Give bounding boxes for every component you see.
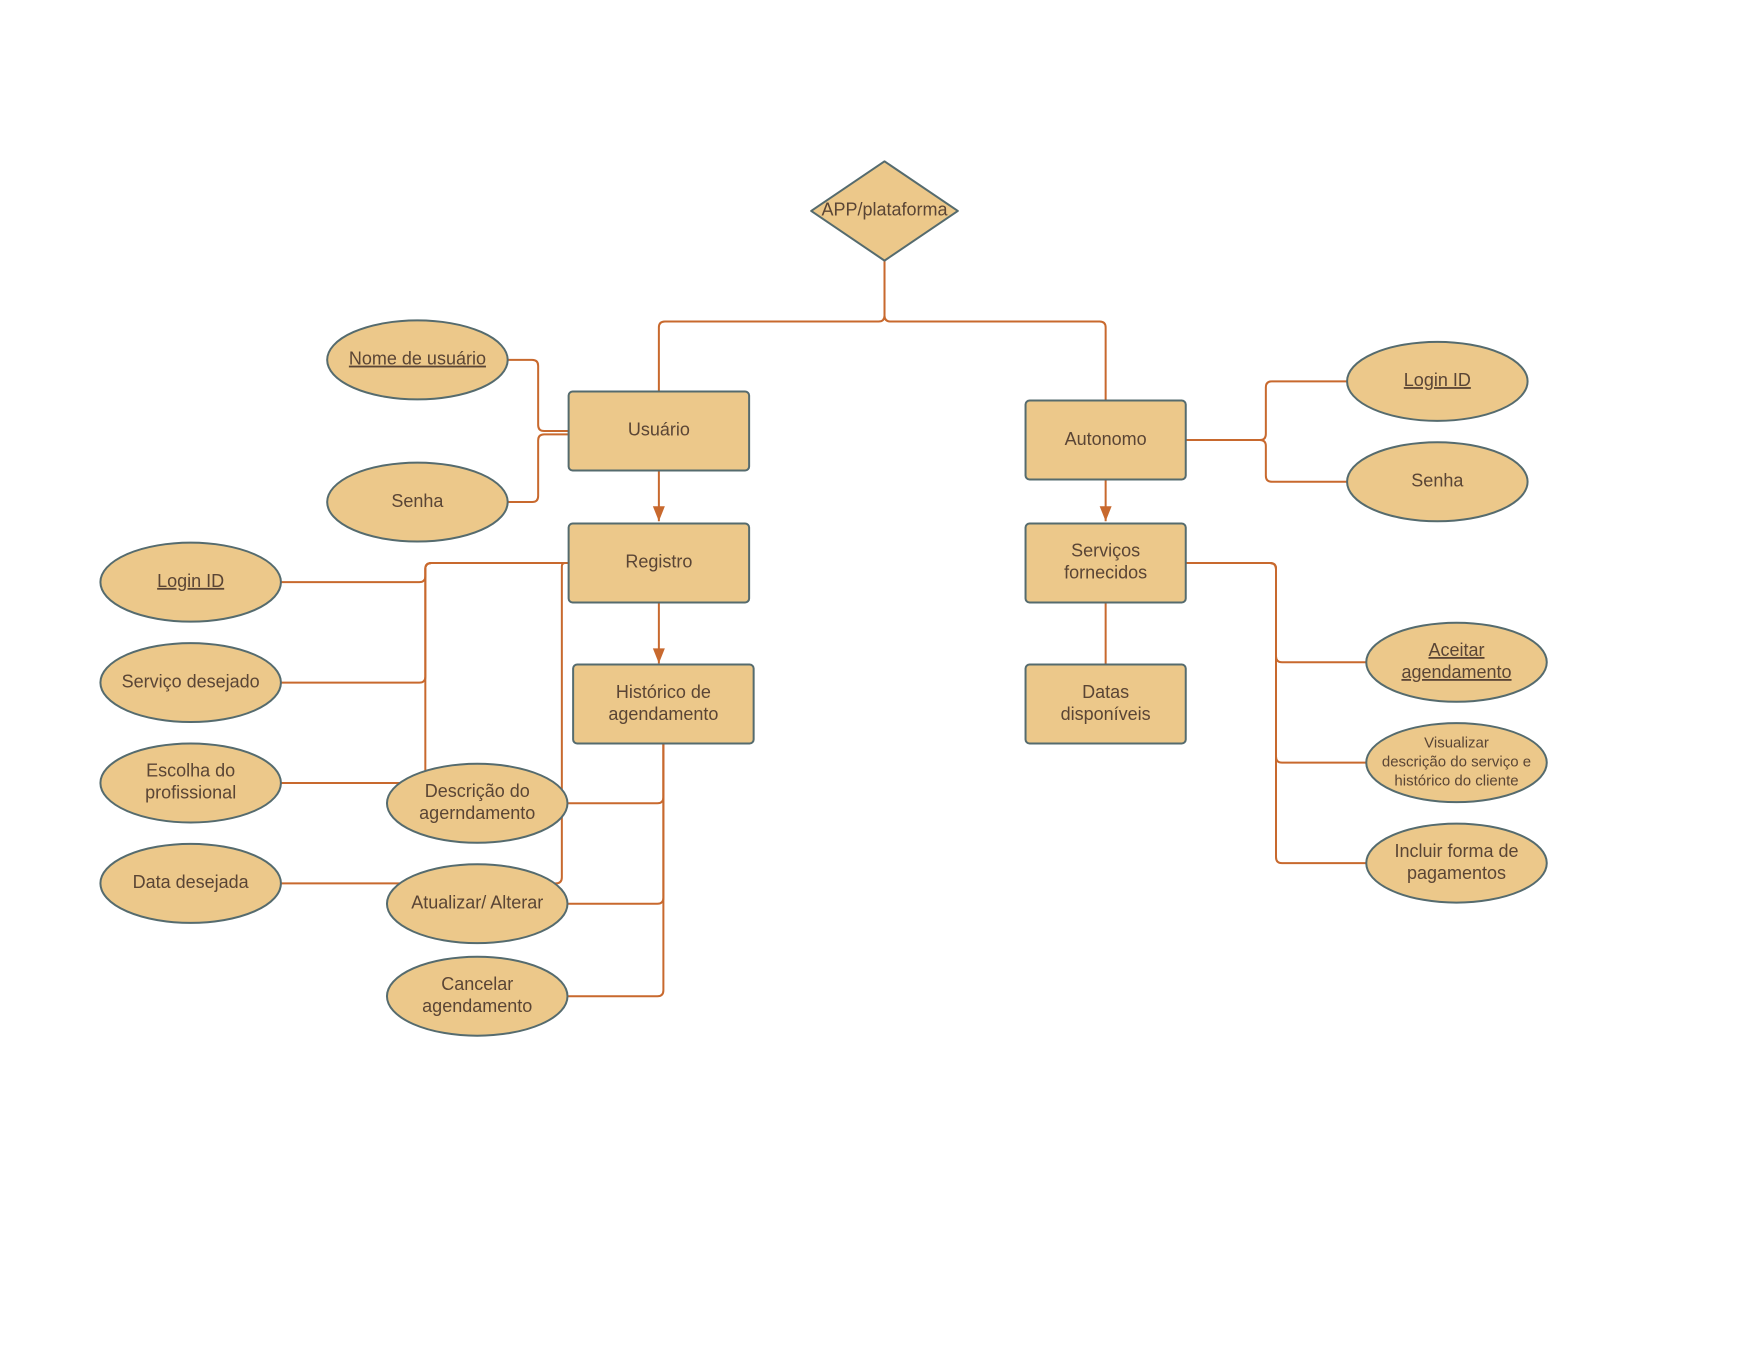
relationship-diamond: [810, 160, 959, 262]
node-label: fornecidos: [1064, 563, 1147, 583]
node-usuario[interactable]: Usuário: [567, 390, 751, 472]
connector-historico-to-cancelar: [567, 743, 665, 998]
connector-servicos-to-incluir: [1185, 561, 1367, 865]
node-label: agendamento: [608, 704, 718, 724]
node-label: Data desejada: [133, 872, 250, 892]
arrowhead-icon: [652, 506, 665, 522]
node-autonomo[interactable]: Autonomo: [1024, 399, 1187, 481]
node-visualizar[interactable]: Visualizar descrição do serviço e históric…: [1365, 722, 1548, 804]
node-label: Serviço desejado: [122, 671, 260, 691]
node-atualizar[interactable]: Atualizar/ Alterar: [385, 863, 569, 945]
node-label: profissional: [145, 783, 236, 803]
connector-autonomo-to-senha-auto: [1185, 439, 1348, 483]
node-label: Login ID: [157, 571, 224, 591]
connector-registro-to-data-desejada: [280, 561, 569, 885]
node-label: histórico do cliente: [1394, 773, 1518, 790]
arrowhead-icon: [652, 648, 665, 664]
node-nome-usuario[interactable]: Nome de usuário: [326, 319, 509, 401]
entity-box: [572, 663, 755, 745]
entity-box: [1024, 399, 1187, 481]
node-label: Nome de usuário: [349, 349, 486, 369]
node-label: pagamentos: [1407, 863, 1506, 883]
attribute-ellipse: [1365, 621, 1548, 703]
entity-box: [567, 390, 751, 472]
connector-historico-to-descricao-ag: [567, 743, 665, 805]
node-label: Senha: [391, 491, 444, 511]
attribute-ellipse: [326, 461, 509, 543]
node-label: APP/plataforma: [821, 200, 948, 220]
attribute-ellipse: [326, 319, 509, 401]
node-label: Descrição do: [425, 781, 530, 801]
node-label: Visualizar: [1424, 735, 1489, 752]
node-label: Usuário: [628, 420, 690, 440]
entity-box: [567, 522, 751, 604]
attribute-ellipse: [1346, 441, 1529, 523]
node-app[interactable]: APP/plataforma: [810, 160, 959, 262]
node-servico-desejado[interactable]: Serviço desejado: [99, 642, 282, 724]
node-label: agendamento: [1401, 662, 1511, 682]
node-label: Login ID: [1404, 370, 1471, 390]
attribute-ellipse: [99, 742, 282, 824]
node-label: Escolha do: [146, 761, 235, 781]
connector-usuario-to-nome-usuario: [507, 358, 569, 432]
attribute-ellipse: [385, 762, 569, 844]
connector-registro-to-escolha-prof: [280, 561, 569, 784]
attribute-ellipse: [99, 541, 282, 623]
connector-usuario-to-senha-usuario: [507, 433, 569, 504]
node-label: agerndamento: [419, 803, 535, 823]
node-label: Incluir forma de: [1394, 841, 1518, 861]
node-label: Atualizar/ Alterar: [411, 892, 543, 912]
node-label: Datas: [1082, 682, 1129, 702]
connector-app-to-usuario: [657, 260, 886, 392]
node-label: Senha: [1411, 470, 1464, 490]
connector-historico-to-atualizar: [567, 743, 665, 905]
node-label: Serviços: [1071, 541, 1140, 561]
node-login-reg[interactable]: Login ID: [99, 541, 282, 623]
connector-app-to-autonomo: [883, 260, 1107, 401]
attribute-ellipse: [385, 955, 569, 1037]
node-label: Cancelar: [441, 974, 513, 994]
connectors: [280, 260, 1367, 998]
node-label: disponíveis: [1061, 704, 1151, 724]
connector-autonomo-to-login-auto: [1185, 380, 1348, 441]
node-senha-auto[interactable]: Senha: [1346, 441, 1529, 523]
node-label: Aceitar: [1428, 640, 1484, 660]
entity-box: [1024, 663, 1187, 745]
node-senha-usuario[interactable]: Senha: [326, 461, 509, 543]
node-registro[interactable]: Registro: [567, 522, 751, 604]
node-data-desejada[interactable]: Data desejada: [99, 842, 282, 924]
attribute-ellipse: [385, 863, 569, 945]
node-label: Histórico de: [616, 682, 711, 702]
attribute-ellipse: [1346, 340, 1529, 422]
attribute-ellipse: [1365, 722, 1548, 804]
attribute-ellipse: [99, 642, 282, 724]
arrowhead-icon: [1099, 506, 1112, 522]
entity-box: [1024, 522, 1187, 604]
attribute-ellipse: [1365, 822, 1548, 904]
node-label: Registro: [625, 552, 692, 572]
node-label: agendamento: [422, 996, 532, 1016]
attribute-ellipse: [99, 842, 282, 924]
node-label: Autonomo: [1065, 429, 1147, 449]
node-login-auto[interactable]: Login ID: [1346, 340, 1529, 422]
node-label: descrição do serviço e: [1382, 754, 1531, 771]
